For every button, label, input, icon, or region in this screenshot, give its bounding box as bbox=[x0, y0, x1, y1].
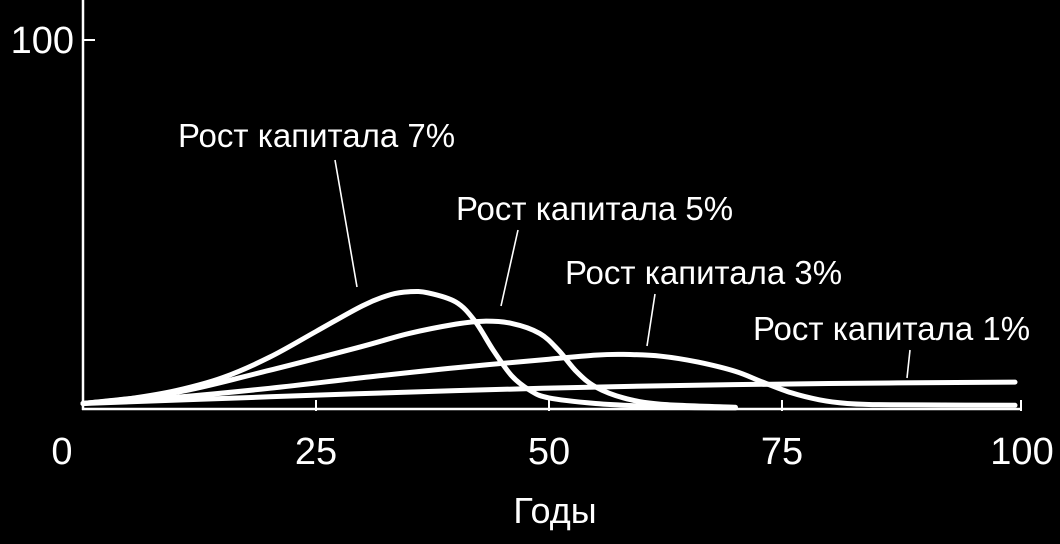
series-label-3-percent: Рост капитала 3% bbox=[565, 254, 842, 291]
series-line-5-percent bbox=[80, 318, 738, 410]
leader-line bbox=[334, 159, 358, 288]
series-lines bbox=[80, 288, 1018, 411]
x-tick-label: 0 bbox=[51, 431, 72, 473]
series-label-1-percent: Рост капитала 1% bbox=[753, 310, 1030, 347]
series-line-3-percent bbox=[80, 351, 1018, 408]
x-tick-label: 75 bbox=[761, 431, 803, 473]
x-tick-label: 25 bbox=[295, 431, 337, 473]
series-line-7-percent bbox=[80, 288, 738, 411]
series-line-1-percent bbox=[80, 379, 1018, 406]
x-tick-label: 50 bbox=[528, 431, 570, 473]
x-ticks: 0 25 50 75 100 bbox=[51, 400, 1054, 473]
y-ticks: 100 bbox=[11, 20, 95, 62]
x-axis-title: Годы bbox=[513, 490, 596, 531]
axes bbox=[81, 0, 1022, 411]
series-label-7-percent: Рост капитала 7% bbox=[178, 117, 455, 154]
leader-line bbox=[646, 293, 656, 347]
series-label-5-percent: Рост капитала 5% bbox=[456, 190, 733, 227]
leader-line bbox=[906, 349, 911, 379]
label-leader-lines bbox=[334, 159, 911, 379]
series-labels: Рост капитала 7%Рост капитала 5% Рост кап… bbox=[178, 117, 1030, 347]
leader-line bbox=[500, 229, 519, 307]
y-tick-label: 100 bbox=[11, 20, 74, 62]
x-tick-label: 100 bbox=[990, 431, 1053, 473]
